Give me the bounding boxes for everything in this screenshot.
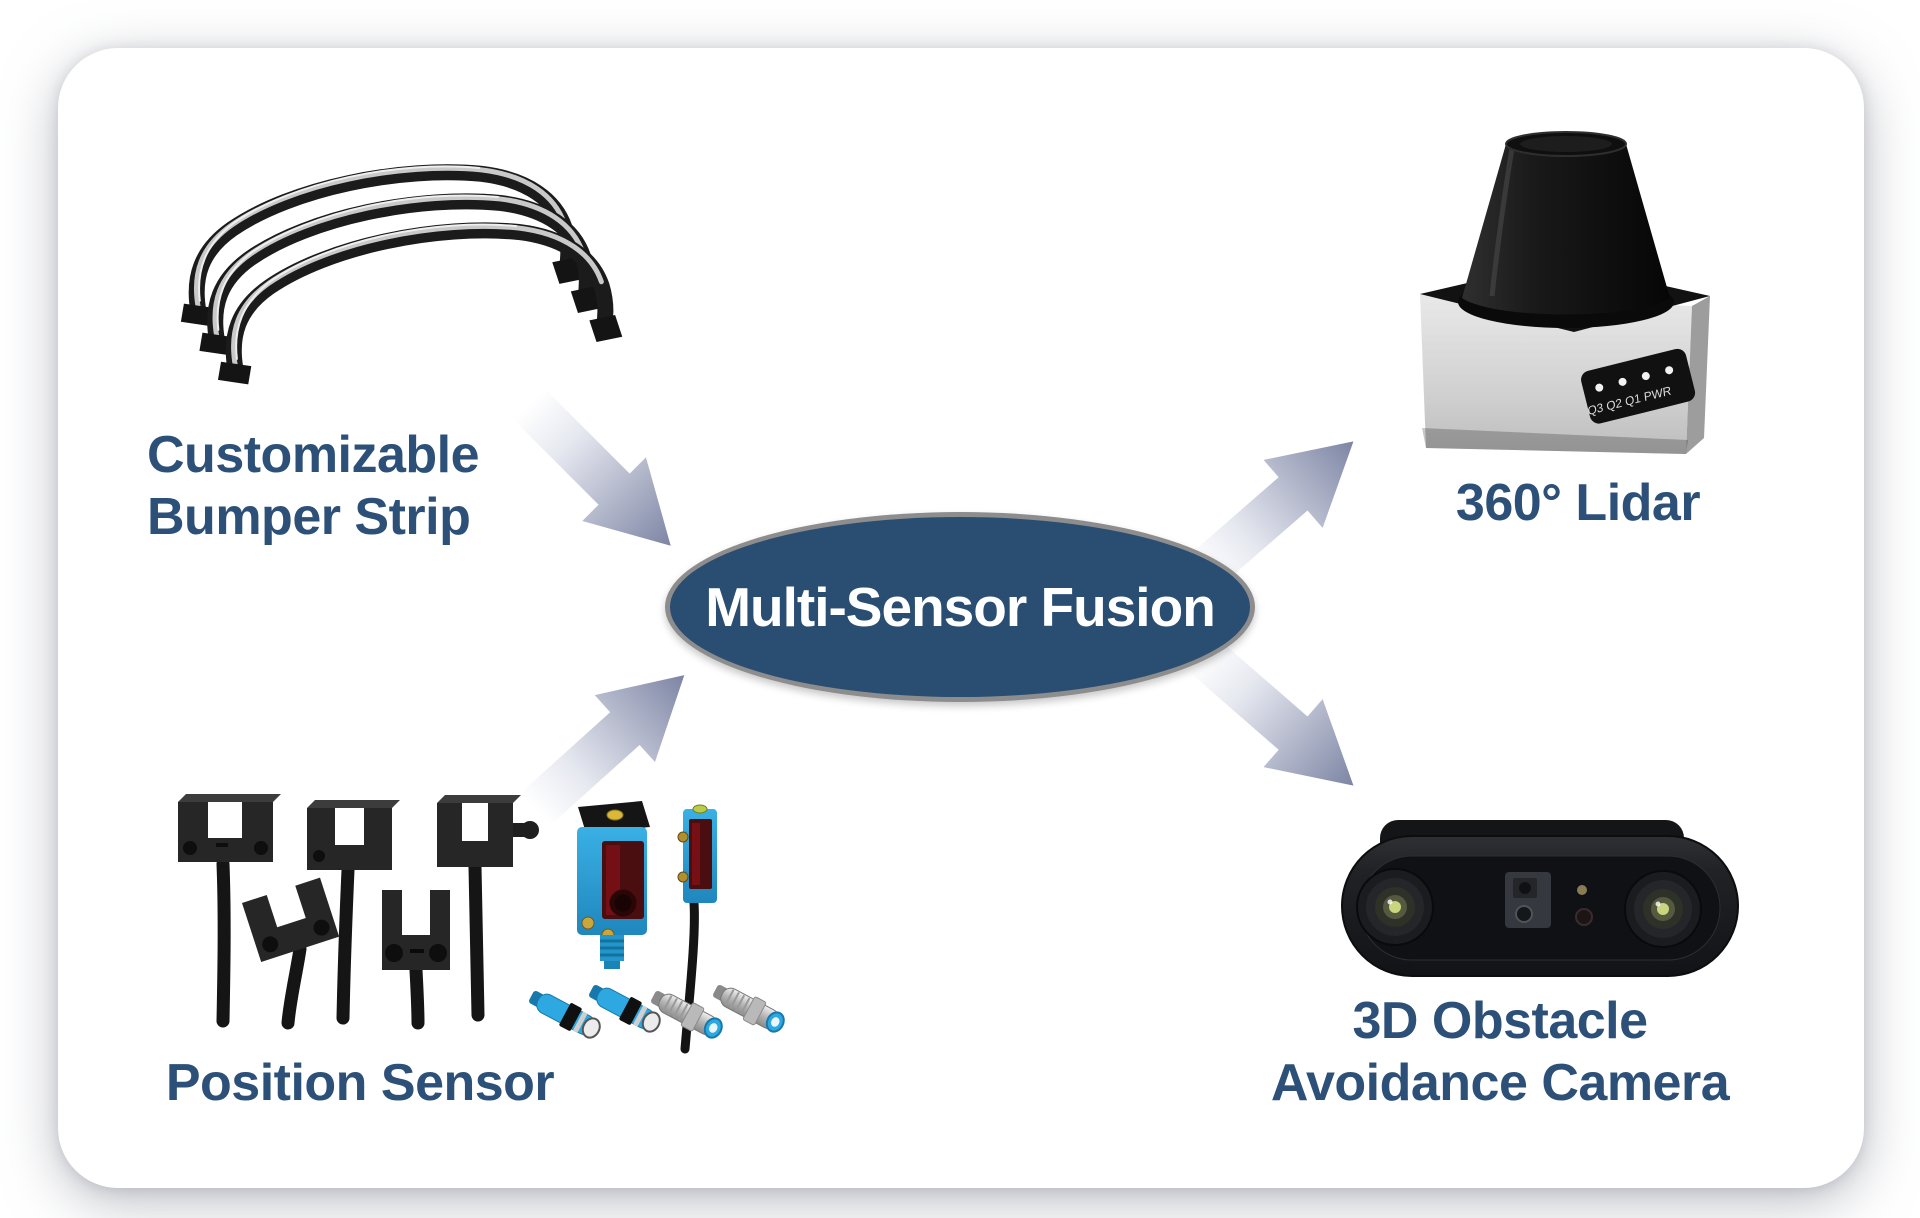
lidar-led-q1 [1641, 372, 1650, 381]
lidar-led-pwr [1665, 366, 1674, 375]
camera-left-lens [1356, 868, 1434, 946]
camera-depth-module [1505, 872, 1551, 928]
bumper-strip-label: Customizable Bumper Strip [147, 424, 480, 549]
position-sensor-image [178, 794, 790, 1054]
u-slot-sensor-4 [242, 877, 340, 962]
bumper-strip-image [175, 140, 635, 420]
camera-ir-dot [1575, 908, 1593, 926]
cylindrical-sensors [524, 977, 790, 1045]
lidar-led-q2 [1618, 377, 1627, 386]
camera-right-lens [1624, 870, 1702, 948]
multi-sensor-fusion-label: Multi-Sensor Fusion [705, 576, 1216, 638]
multi-sensor-fusion-node: Multi-Sensor Fusion [665, 512, 1255, 702]
bumper-rails [175, 157, 624, 388]
obstacle-camera-image [1341, 820, 1739, 977]
camera-indicator-dot [1577, 885, 1587, 895]
u-slot-sensor-1 [178, 794, 281, 862]
lidar-cone [1458, 131, 1674, 328]
lidar-label: 360° Lidar [1455, 474, 1701, 532]
obstacle-camera-label: 3D Obstacle Avoidance Camera [1200, 990, 1800, 1115]
lidar-led-q3 [1595, 383, 1604, 392]
u-slot-sensor-3 [437, 795, 539, 867]
bumper-strip-label-line1: Customizable [147, 426, 480, 484]
lidar-image: Q3 Q2 Q1 PWR [1420, 131, 1710, 454]
u-slot-sensor-5 [382, 890, 450, 970]
position-sensor-label: Position Sensor [165, 1054, 555, 1112]
obstacle-camera-label-line1: 3D Obstacle [1352, 992, 1648, 1050]
photoelectric-sensor-large [577, 801, 650, 969]
lidar-base-side-face [1686, 296, 1710, 454]
obstacle-camera-label-line2: Avoidance Camera [1270, 1054, 1730, 1113]
u-slot-sensors [178, 794, 539, 1030]
u-slot-sensor-2 [307, 800, 400, 870]
bumper-strip-label-line2: Bumper Strip [147, 488, 471, 547]
